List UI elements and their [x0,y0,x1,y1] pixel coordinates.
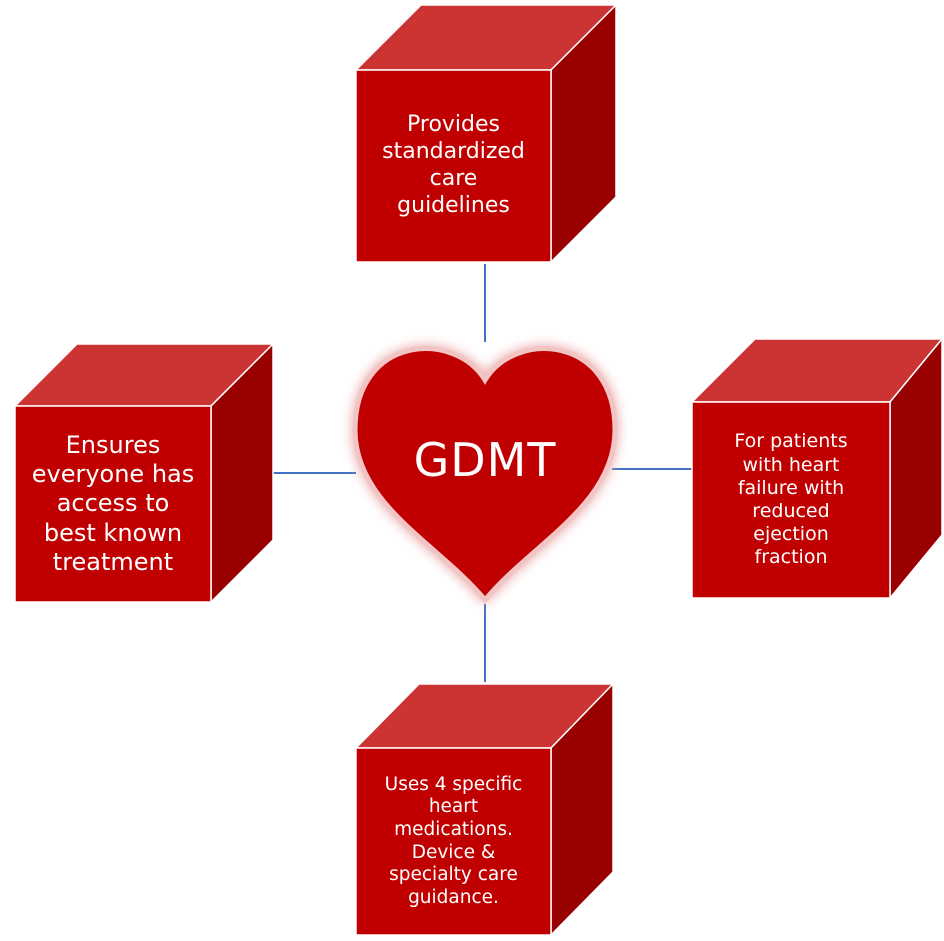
box-top-text: Provides standardized care guidelines [356,70,551,262]
heart-icon [352,346,618,604]
box-left-line: Ensures [65,430,161,459]
box-top-line: care [429,166,478,191]
box-bottom-line: Uses 4 specific [384,773,523,795]
box-top-line: Provides [407,112,500,138]
box-bottom-line: medications. [394,818,513,840]
box-top-cube [354,3,618,264]
box-left-cube [13,342,275,604]
box-right-text: For patients with heart failure with red… [692,402,890,598]
box-right-line: failure with [737,476,845,499]
box-bottom-text: Uses 4 specific heart medications. Devic… [356,748,551,935]
box-right-cube [690,336,944,601]
box-top-line: standardized [382,139,525,165]
box-right-line: For patients [734,430,848,453]
box-left-line: access to [56,489,170,518]
box-bottom-line: specialty care [389,864,518,886]
box-left-line: everyone has [31,460,195,489]
box-bottom-cube-front-face [355,747,552,936]
box-right-line: ejection [753,523,829,546]
box-right-line: with heart [742,453,840,476]
box-top-cube-front-face [355,69,552,263]
box-bottom-line: Device & [411,841,496,863]
box-bottom-line: guidance. [408,886,499,908]
box-left-line: treatment [52,547,174,576]
heart-shape [352,346,618,604]
box-bottom-line: heart [428,796,479,818]
center-label: GDMT [413,433,557,487]
box-right-line: reduced [752,500,830,522]
box-left-text: Ensures everyone has access to best know… [15,406,211,602]
box-left-line: best known [43,518,183,547]
box-left-cube-front-face [14,405,212,603]
box-right-line: fraction [754,546,828,569]
box-top-line: guidelines [397,192,510,218]
box-right-cube-front-face [691,401,891,599]
box-bottom-cube [354,682,615,937]
